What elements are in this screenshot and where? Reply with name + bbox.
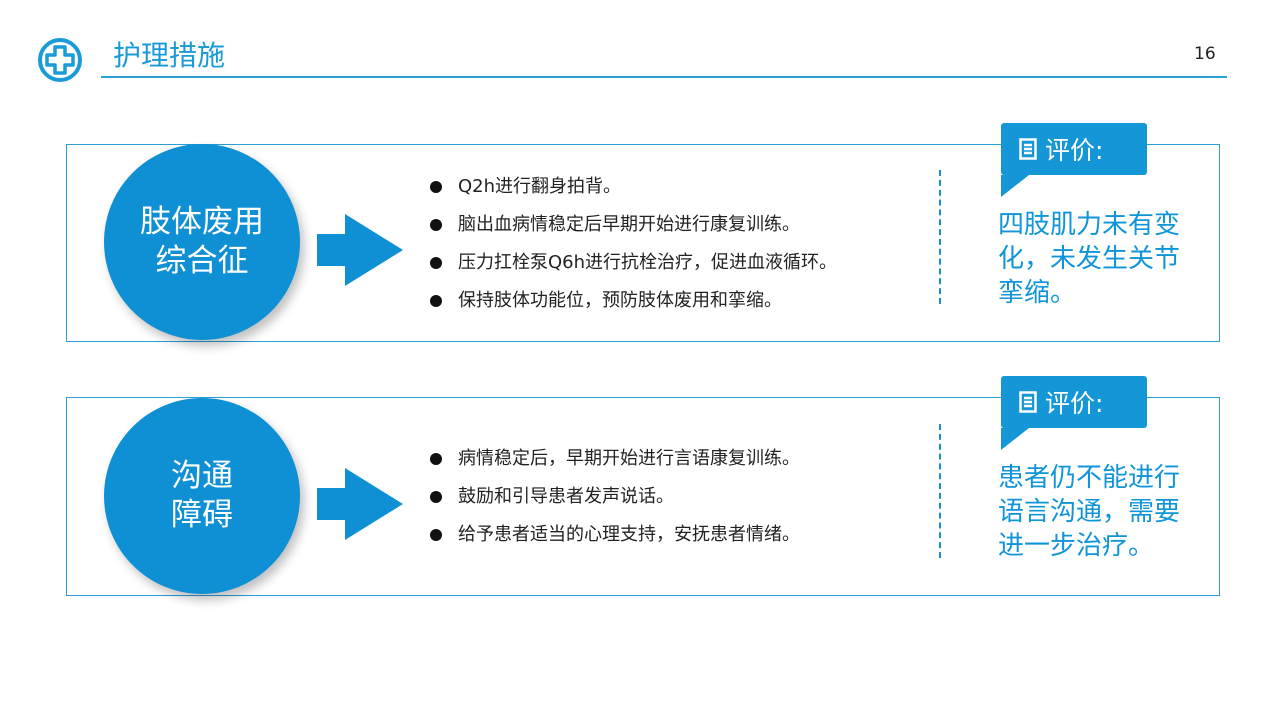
bullet-dot-icon — [430, 491, 442, 503]
medical-cross-icon — [38, 38, 82, 82]
list-item: 给予患者适当的心理支持，安抚患者情绪。 — [430, 521, 800, 559]
evaluation-text: 患者仍不能进行语言沟通，需要进一步治疗。 — [998, 463, 1181, 561]
arrow-right-icon — [317, 214, 403, 286]
list-item-text: Q2h进行翻身拍背。 — [458, 176, 622, 197]
measure-list: 病情稳定后，早期开始进行言语康复训练。 鼓励和引导患者发声说话。 给予患者适当的… — [430, 445, 800, 559]
list-item-text: 病情稳定后，早期开始进行言语康复训练。 — [458, 448, 800, 469]
bullet-dot-icon — [430, 529, 442, 541]
evaluation-tag: 评价: — [1001, 123, 1147, 197]
page-title: 护理措施 — [113, 39, 226, 72]
evaluation-label: 评价: — [1045, 389, 1104, 418]
dashed-divider — [939, 424, 941, 558]
document-icon — [1019, 391, 1037, 413]
list-item: 病情稳定后，早期开始进行言语康复训练。 — [430, 445, 800, 483]
list-item-text: 保持肢体功能位，预防肢体废用和挛缩。 — [458, 290, 782, 311]
arrow-right-icon — [317, 468, 403, 540]
topic-circle-limb-disuse: 肢体废用综合征 — [104, 144, 300, 340]
list-item-text: 给予患者适当的心理支持，安抚患者情绪。 — [458, 524, 800, 545]
topic-label: 肢体废用综合征 — [140, 204, 264, 279]
list-item: 脑出血病情稳定后早期开始进行康复训练。 — [430, 211, 837, 249]
bullet-dot-icon — [430, 257, 442, 269]
topic-label: 沟通障碍 — [171, 458, 233, 533]
bullet-dot-icon — [430, 295, 442, 307]
list-item-text: 脑出血病情稳定后早期开始进行康复训练。 — [458, 214, 800, 235]
measure-list: Q2h进行翻身拍背。 脑出血病情稳定后早期开始进行康复训练。 压力扛栓泵Q6h进… — [430, 173, 837, 325]
list-item: Q2h进行翻身拍背。 — [430, 173, 837, 211]
bullet-dot-icon — [430, 219, 442, 231]
document-icon — [1019, 138, 1037, 160]
list-item-text: 压力扛栓泵Q6h进行抗栓治疗，促进血液循环。 — [458, 252, 838, 273]
list-item: 保持肢体功能位，预防肢体废用和挛缩。 — [430, 287, 837, 325]
evaluation-label: 评价: — [1045, 136, 1104, 165]
dashed-divider — [939, 170, 941, 304]
page-number: 16 — [1194, 44, 1216, 64]
bullet-dot-icon — [430, 453, 442, 465]
list-item-text: 鼓励和引导患者发声说话。 — [458, 486, 674, 507]
list-item: 压力扛栓泵Q6h进行抗栓治疗，促进血液循环。 — [430, 249, 837, 287]
bullet-dot-icon — [430, 181, 442, 193]
list-item: 鼓励和引导患者发声说话。 — [430, 483, 800, 521]
title-divider — [101, 76, 1227, 78]
evaluation-tag: 评价: — [1001, 376, 1147, 450]
evaluation-text: 四肢肌力未有变化，未发生关节挛缩。 — [998, 210, 1181, 308]
topic-circle-communication: 沟通障碍 — [104, 398, 300, 594]
